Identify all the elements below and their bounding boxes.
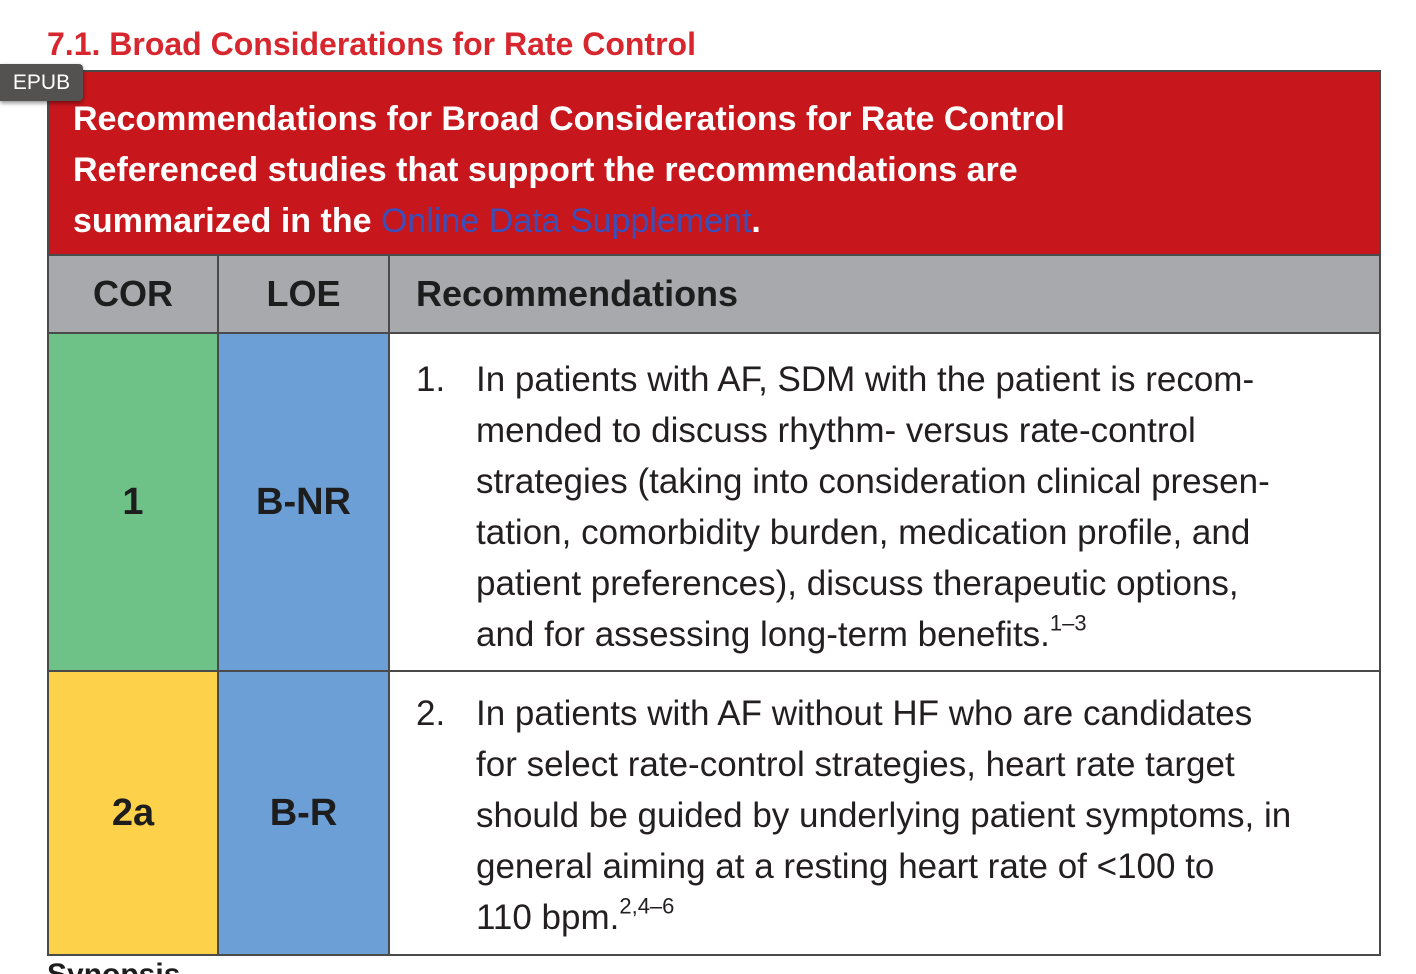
recommendation-line-last: and for assessing long-term benefits.1–3 <box>476 609 1359 660</box>
table-row: 1 B-NR 1. In patients with AF, SDM with … <box>49 334 1379 672</box>
banner-title: Recommendations for Broad Considerations… <box>73 100 1065 138</box>
recommendations-table: Recommendations for Broad Considerations… <box>47 70 1381 956</box>
table-header-row: COR LOE Recommendations <box>49 254 1379 334</box>
banner-line-2: Referenced studies that support the reco… <box>73 151 1018 189</box>
header-recommendations: Recommendations <box>416 273 739 314</box>
table-row: 2a B-R 2. In patients with AF without HF… <box>49 672 1379 954</box>
recommendation-line-last: 110 bpm.2,4–6 <box>476 892 1359 943</box>
table-banner: Recommendations for Broad Considerations… <box>49 72 1379 254</box>
reference-superscript[interactable]: 2,4–6 <box>619 893 675 919</box>
header-cor: COR <box>49 256 219 332</box>
recommendation-line: In patients with AF, SDM with the patien… <box>476 360 1255 399</box>
recommendation-number: 1. <box>416 360 446 399</box>
recommendation-line-text: and for assessing long-term benefits. <box>476 615 1050 654</box>
recommendation-line: In patients with AF without HF who are c… <box>476 694 1253 733</box>
recommendation-cell: 1. In patients with AF, SDM with the pat… <box>392 334 1379 670</box>
header-loe: LOE <box>219 256 390 332</box>
section-title: 7.1. Broad Considerations for Rate Contr… <box>47 26 696 62</box>
online-data-supplement-link[interactable]: Online Data Supplement <box>380 202 752 240</box>
recommendation-line: mended to discuss rhythm- versus rate-co… <box>476 411 1196 450</box>
recommendation-line: tation, comorbidity burden, medication p… <box>476 513 1251 552</box>
recommendation-line: patient preferences), discuss therapeuti… <box>476 564 1239 603</box>
banner-line-3: summarized in the Online Data Supplement… <box>73 196 1355 247</box>
recommendation-line: for select rate-control strategies, hear… <box>476 745 1235 784</box>
reference-superscript[interactable]: 1–3 <box>1049 610 1087 636</box>
recommendation-number: 2. <box>416 694 446 733</box>
recommendation-line: should be guided by underlying patient s… <box>476 796 1292 835</box>
recommendation-line: general aiming at a resting heart rate o… <box>476 847 1215 886</box>
recommendation-line-text: 110 bpm. <box>476 898 620 937</box>
recommendation-line: strategies (taking into consideration cl… <box>476 462 1270 501</box>
loe-cell: B-NR <box>219 334 390 670</box>
banner-line-3-prefix: summarized in the <box>73 202 381 240</box>
loe-cell: B-R <box>219 672 390 954</box>
recommendation-text: In patients with AF without HF who are c… <box>476 688 1359 943</box>
recommendation-cell: 2. In patients with AF without HF who ar… <box>392 672 1379 954</box>
next-section-title: Synopsis <box>47 958 180 974</box>
cor-cell: 1 <box>49 334 219 670</box>
epub-button[interactable]: EPUB <box>0 64 83 101</box>
cor-cell: 2a <box>49 672 219 954</box>
banner-line-3-suffix: . <box>751 202 761 240</box>
recommendation-text: In patients with AF, SDM with the patien… <box>476 354 1359 660</box>
